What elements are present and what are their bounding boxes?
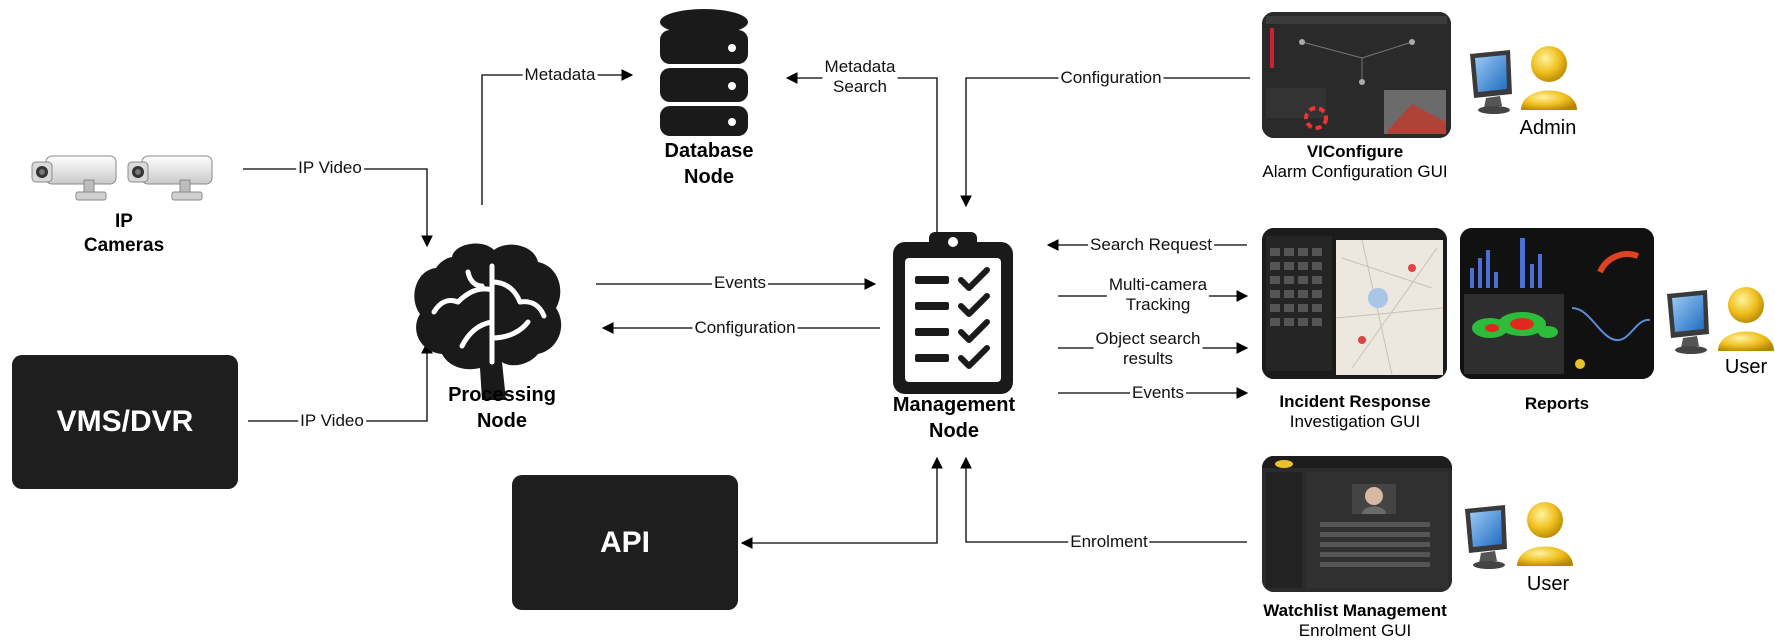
camera-icon — [31, 155, 117, 201]
database-node-label: Database Node — [664, 140, 754, 188]
api-label: API — [599, 525, 650, 559]
api-node: API — [512, 475, 738, 610]
role-admin: Admin — [1519, 117, 1577, 139]
edge-configuration-top — [960, 77, 1250, 208]
incident-response-screenshot — [1262, 228, 1447, 379]
watchlist-caption: Watchlist Management Enrolment GUI — [1263, 601, 1447, 641]
edge-label-events-out: Events — [1130, 383, 1186, 403]
edge-label-ip-video-vms: IP Video — [298, 411, 366, 431]
clipboard-icon — [893, 232, 1013, 394]
incident-title: Incident Response — [1279, 392, 1431, 411]
edge-label-enrolment: Enrolment — [1068, 532, 1150, 552]
edge-metadata-search — [785, 72, 938, 233]
edge-enrolment — [960, 456, 1247, 543]
edge-label-configuration-top: Configuration — [1058, 68, 1164, 88]
edge-ip-video-cameras — [243, 168, 433, 248]
reports-title: Reports — [1524, 394, 1590, 413]
management-node-label: Management Node — [892, 394, 1016, 442]
brain-icon — [414, 243, 562, 400]
user-icon — [1517, 502, 1573, 566]
monitor-icon — [1465, 505, 1507, 569]
edge-label-events-pm: Events — [712, 273, 768, 293]
role-user-reports: User — [1724, 356, 1768, 378]
watchlist-subtitle: Enrolment GUI — [1298, 621, 1412, 640]
watchlist-screenshot — [1262, 456, 1452, 592]
reports-screenshot — [1460, 228, 1654, 379]
incident-subtitle: Investigation GUI — [1289, 412, 1421, 431]
ip-cameras-label: IP Cameras — [83, 211, 165, 256]
edge-label-search-request: Search Request — [1088, 235, 1214, 255]
vms-node: VMS/DVR — [12, 355, 238, 489]
viconfigure-caption: VIConfigure Alarm Configuration GUI — [1262, 142, 1447, 182]
edge-label-metadata: Metadata — [522, 65, 598, 85]
viconfigure-subtitle: Alarm Configuration GUI — [1262, 162, 1448, 181]
database-icon — [660, 9, 748, 136]
monitor-icon — [1470, 50, 1512, 114]
camera-icon — [127, 155, 213, 201]
edge-label-ip-video-cameras: IP Video — [296, 158, 364, 178]
viconfigure-title: VIConfigure — [1306, 142, 1404, 161]
monitor-icon — [1667, 290, 1709, 354]
user-icon — [1521, 46, 1577, 110]
edge-api — [740, 456, 943, 549]
incident-caption: Incident Response Investigation GUI — [1279, 392, 1430, 432]
edge-label-configuration-mp: Configuration — [692, 318, 798, 338]
vms-label: VMS/DVR — [56, 405, 194, 438]
viconfigure-screenshot — [1262, 12, 1451, 138]
edge-label-metadata-search: Metadata Search — [822, 57, 898, 97]
edge-label-object-search: Object search results — [1093, 329, 1203, 369]
user-icon — [1718, 287, 1774, 351]
edge-label-multi-camera: Multi-camera Tracking — [1106, 275, 1210, 315]
processing-node-label: Processing Node — [448, 384, 556, 432]
edge-ip-video-vms — [248, 341, 433, 422]
reports-caption: Reports — [1525, 394, 1589, 414]
watchlist-title: Watchlist Management — [1263, 601, 1447, 620]
role-user-watchlist: User — [1526, 573, 1570, 595]
edge-metadata — [481, 69, 634, 205]
